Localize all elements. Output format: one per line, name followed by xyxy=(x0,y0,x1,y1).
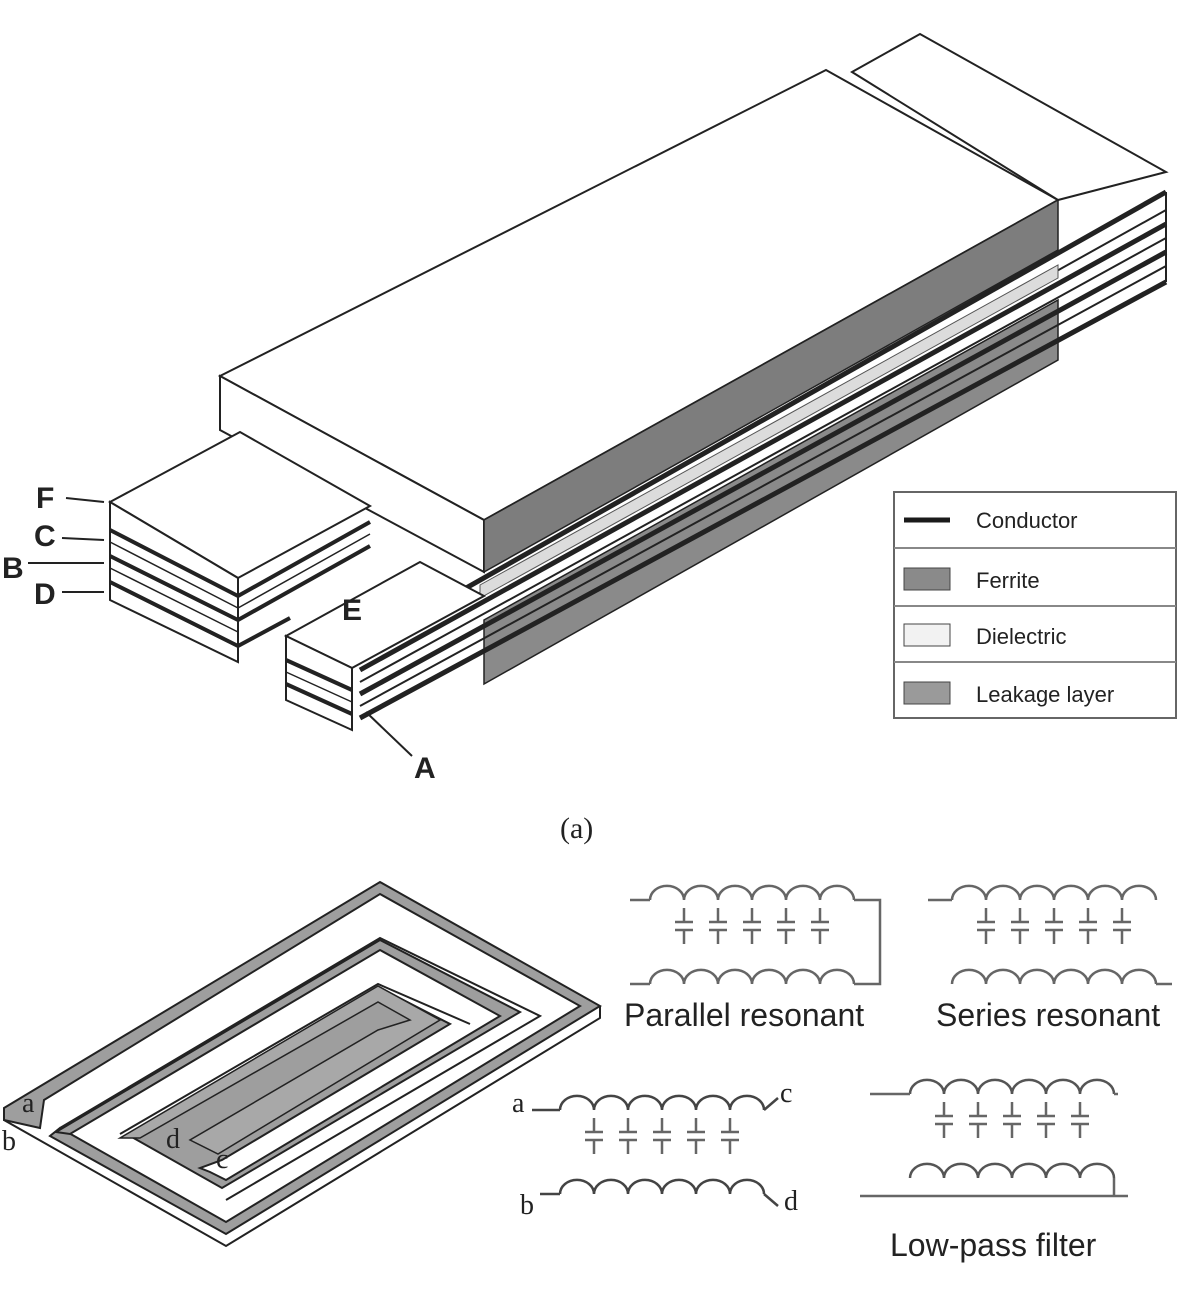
svg-text:Dielectric: Dielectric xyxy=(976,624,1066,649)
series-circuit-capacitor-1 xyxy=(977,908,995,944)
spiral-inner-band xyxy=(117,985,442,1155)
left-block-layers xyxy=(109,520,371,648)
legend-item-dielectric: Dielectric xyxy=(903,623,1066,649)
circuit-label-series: Series resonant xyxy=(936,997,1160,1033)
lowpass-circuit-capacitor-4 xyxy=(1037,1102,1055,1138)
equivalent-circuits xyxy=(532,884,1172,1207)
generic-circuit-capacitor-4 xyxy=(687,1118,705,1154)
generic-circuit-capacitor-3 xyxy=(653,1118,671,1154)
legend-item-leakage-layer: Leakage layer xyxy=(903,681,1114,707)
generic-lead-c xyxy=(763,1097,779,1111)
left-block-front xyxy=(109,500,239,664)
legend-item-ferrite: Ferrite xyxy=(903,567,1040,593)
generic-circuit-capacitor-1 xyxy=(585,1118,603,1154)
series-circuit-capacitor-2 xyxy=(1011,908,1029,944)
lowpass-circuit-bottom-inductors xyxy=(908,1162,1116,1179)
legend: Conductor Ferrite Dielectric Leakage lay… xyxy=(893,491,1177,719)
circuit-terminal-a: a xyxy=(512,1088,525,1119)
parallel-circuit-capacitor-3 xyxy=(743,908,761,944)
parallel-circuit-capacitor-2 xyxy=(709,908,727,944)
back-plate xyxy=(850,32,1169,202)
series-circuit-capacitor-4 xyxy=(1079,908,1097,944)
generic-circuit-bottom-inductors xyxy=(558,1178,766,1195)
generic-circuit-capacitor-2 xyxy=(619,1118,637,1154)
parallel-return xyxy=(854,898,882,986)
spiral-terminal-a: a xyxy=(22,1088,35,1119)
circuit-label-lowpass: Low-pass filter xyxy=(890,1227,1097,1263)
series-circuit-capacitor-3 xyxy=(1045,908,1063,944)
label-F: F xyxy=(36,482,54,515)
svg-text:Conductor: Conductor xyxy=(976,508,1078,533)
svg-text:Ferrite: Ferrite xyxy=(976,568,1040,593)
circuit-terminal-c: c xyxy=(780,1078,792,1109)
circuit-label-parallel: Parallel resonant xyxy=(624,997,864,1033)
spiral-terminal-c: c xyxy=(216,1144,228,1175)
label-A: A xyxy=(414,752,436,785)
caption-a: (a) xyxy=(560,812,593,845)
legend-item-conductor: Conductor xyxy=(904,508,1078,533)
label-E: E xyxy=(342,594,362,627)
layered-structure-diagram: F C B D E A xyxy=(2,32,1169,785)
spiral-terminal-d: d xyxy=(166,1124,180,1155)
series-circuit-capacitor-5 xyxy=(1113,908,1131,944)
label-arrows xyxy=(28,497,413,757)
ferrite-lower-face xyxy=(483,298,1059,686)
parallel-circuit-bottom-inductors xyxy=(648,968,856,985)
label-C: C xyxy=(34,520,56,553)
parallel-circuit-top-inductors xyxy=(648,884,856,901)
lowpass-circuit-capacitor-2 xyxy=(969,1102,987,1138)
parallel-circuit-capacitor-1 xyxy=(675,908,693,944)
lowpass-circuit-capacitor-1 xyxy=(935,1102,953,1138)
generic-circuit-top-inductors xyxy=(558,1094,766,1111)
generic-lead-d xyxy=(763,1193,779,1207)
series-circuit-top-inductors xyxy=(950,884,1158,901)
spiral-outer-band xyxy=(53,938,523,1190)
generic-circuit-capacitor-5 xyxy=(721,1118,739,1154)
svg-text:Leakage layer: Leakage layer xyxy=(976,682,1114,707)
parallel-circuit-capacitor-5 xyxy=(811,908,829,944)
lowpass-circuit-capacitor-5 xyxy=(1071,1102,1089,1138)
lowpass-circuit-capacitor-3 xyxy=(1003,1102,1021,1138)
lowpass-circuit-top-inductors xyxy=(908,1078,1116,1095)
circuit-terminal-d: d xyxy=(784,1186,798,1217)
conductor-stack xyxy=(358,189,1168,721)
circuit-terminal-b: b xyxy=(520,1190,534,1221)
lower-right-layers xyxy=(285,658,353,716)
spiral-winding: a b d c xyxy=(2,880,602,1248)
label-D: D xyxy=(34,578,56,611)
parallel-circuit-capacitor-4 xyxy=(777,908,795,944)
ferrite-side-face xyxy=(483,198,1059,574)
label-B: B xyxy=(2,552,24,585)
spiral-terminal-b: b xyxy=(2,1126,16,1157)
series-circuit-bottom-inductors xyxy=(950,968,1158,985)
